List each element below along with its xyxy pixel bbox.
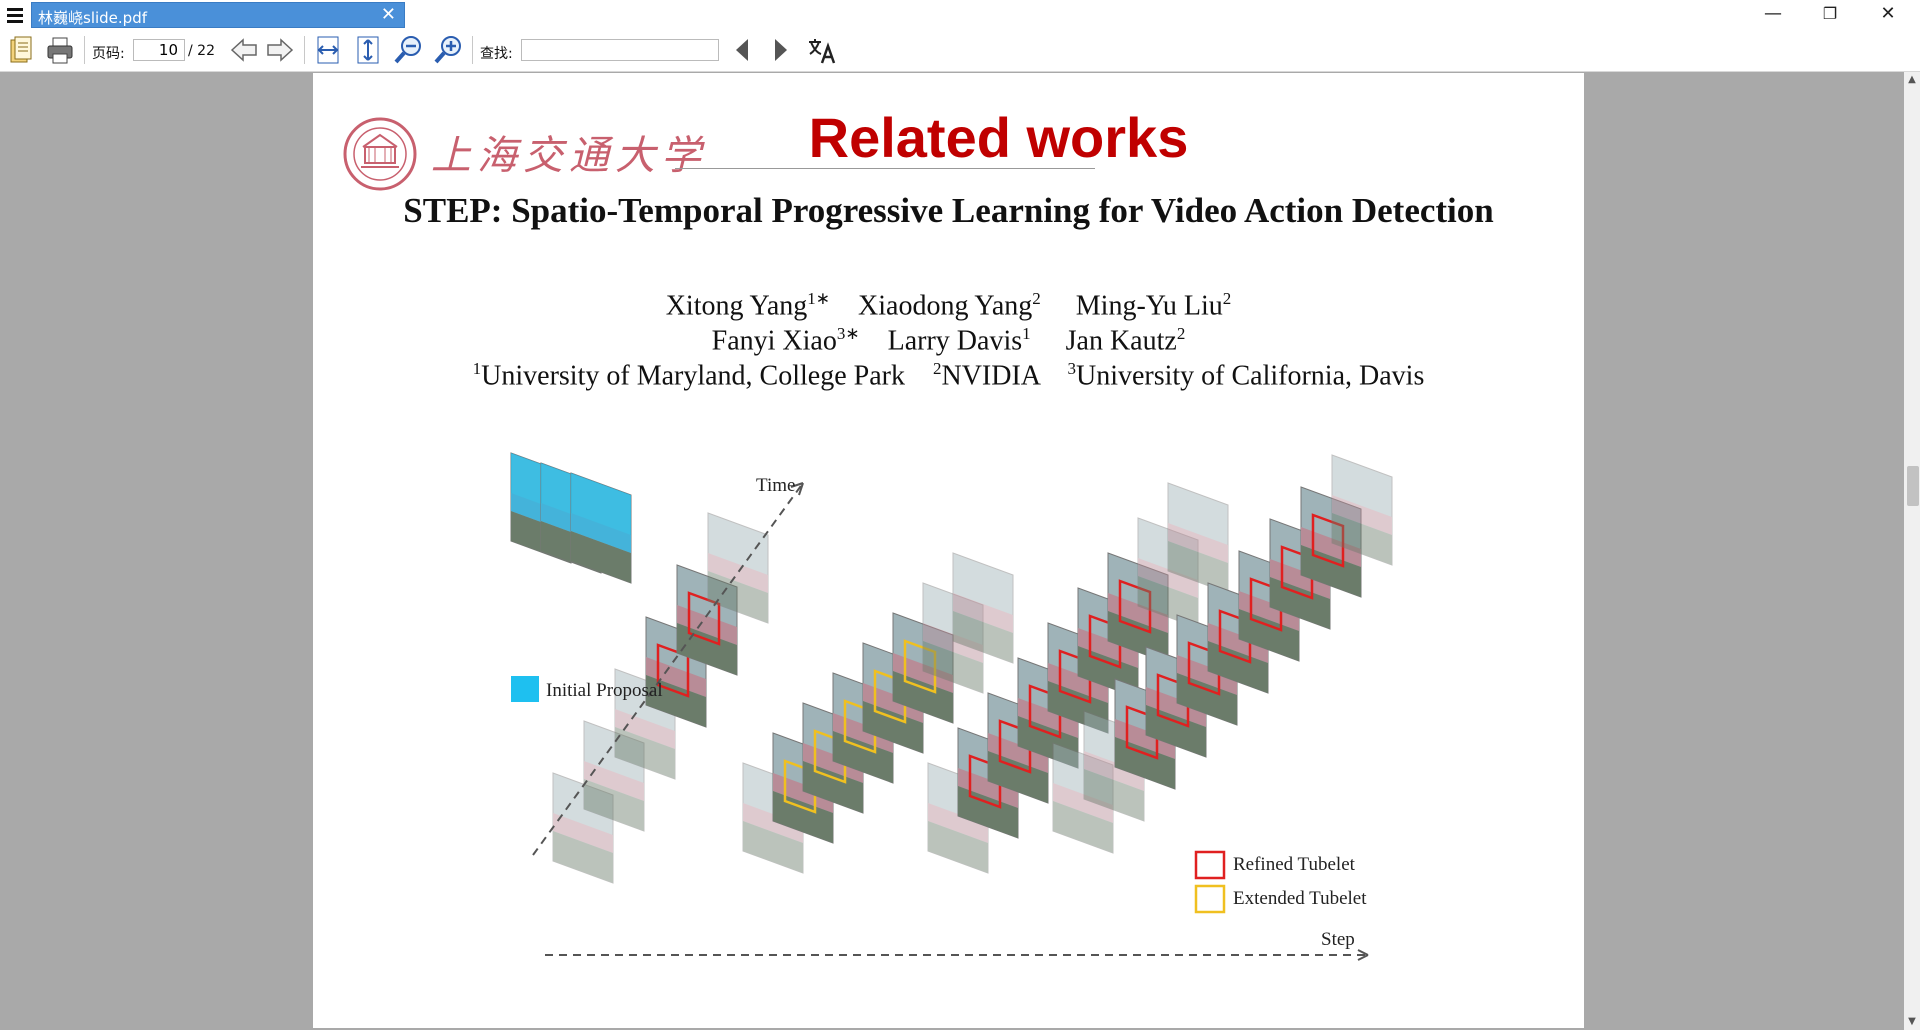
fit-page-icon[interactable] <box>352 34 384 66</box>
author-affiliation-mark: 2 <box>1176 324 1186 343</box>
author-affiliation-mark: 1 <box>1022 324 1031 343</box>
affiliation: University of California, Davis <box>1075 360 1425 392</box>
previous-page-icon[interactable] <box>228 34 260 66</box>
fit-width-icon[interactable] <box>312 34 344 66</box>
video-frame <box>922 582 984 694</box>
author-affiliation-mark: 2 <box>1032 289 1041 308</box>
zoom-in-icon[interactable] <box>432 34 464 66</box>
affiliation-mark: 1 <box>472 359 482 378</box>
legend-refined-swatch <box>1194 850 1226 880</box>
page-total: / 22 <box>188 43 215 59</box>
minimize-button[interactable]: — <box>1764 3 1782 24</box>
author-name: Xitong Yang <box>665 290 808 322</box>
affiliation: University of Maryland, College Park <box>481 360 905 392</box>
scroll-up-arrow-icon[interactable]: ▲ <box>1908 74 1916 85</box>
search-label: 查找: <box>480 46 513 62</box>
slide-title: Related works <box>808 106 1189 169</box>
page-number-input[interactable] <box>133 39 185 61</box>
toolbar-separator <box>472 36 473 64</box>
print-icon[interactable] <box>44 34 76 66</box>
university-name-logo: 上海交通大学 <box>431 133 707 179</box>
find-next-icon[interactable] <box>769 34 793 66</box>
legend-refined-label: Refined Tubelet <box>1233 854 1356 875</box>
author-affiliation-mark: 2 <box>1222 289 1232 308</box>
header-divider <box>675 168 1095 169</box>
step-method-figure: Time Step Initial Proposal Refined Tubel… <box>510 452 1393 961</box>
translate-icon[interactable] <box>806 34 838 66</box>
legend-initial-swatch <box>511 676 539 702</box>
video-frame <box>1137 517 1199 629</box>
paper-title: STEP: Spatio-Temporal Progressive Learni… <box>403 191 1494 230</box>
video-frame <box>1167 482 1229 594</box>
toolbar-separator <box>304 36 305 64</box>
zoom-out-icon[interactable] <box>392 34 424 66</box>
author-name: Fanyi Xiao <box>711 325 837 357</box>
video-frame <box>952 552 1014 664</box>
video-frame-stacks <box>510 452 1393 884</box>
scroll-down-arrow-icon[interactable]: ▼ <box>1908 1016 1916 1027</box>
time-axis-arrow <box>790 482 804 496</box>
affiliations-line: 1University of Maryland, College Park 2N… <box>313 359 1584 392</box>
toolbar: 页码: / 22 查找: <box>0 30 1920 72</box>
time-axis-label: Time <box>756 475 795 496</box>
hamburger-menu-icon[interactable] <box>4 4 26 26</box>
document-viewer[interactable]: 上海交通大学 Related works STEP: Spatio-Tempor… <box>0 72 1904 1030</box>
next-page-icon[interactable] <box>264 34 296 66</box>
restore-button[interactable]: ❐ <box>1822 4 1838 23</box>
author-name: Xiaodong Yang <box>858 290 1033 322</box>
legend-extended-swatch <box>1194 884 1226 914</box>
authors-line-1: Xitong Yang1∗ Xiaodong Yang2 Ming-Yu Liu… <box>313 289 1584 322</box>
video-frame <box>707 512 769 624</box>
video-frame <box>892 612 954 724</box>
close-window-button[interactable]: ✕ <box>1880 3 1896 24</box>
author-name: Jan Kautz <box>1065 325 1177 357</box>
legend-initial-label: Initial Proposal <box>546 680 663 701</box>
page-label: 页码: <box>92 46 125 62</box>
author-affiliation-mark: 1∗ <box>807 289 831 308</box>
author-name: Ming-Yu Liu <box>1075 290 1223 322</box>
video-frame <box>1331 454 1393 566</box>
document-tab[interactable]: 林巍峣slide.pdf ✕ <box>31 2 405 28</box>
video-frame <box>1300 486 1362 598</box>
toolbar-separator <box>84 36 85 64</box>
authors-line-2: Fanyi Xiao3∗ Larry Davis1 Jan Kautz2 <box>313 324 1584 357</box>
affiliation-mark: 3 <box>1067 359 1076 378</box>
tab-close-icon[interactable]: ✕ <box>380 4 396 25</box>
initial-proposal-overlay <box>571 473 631 553</box>
time-axis <box>532 482 804 856</box>
search-input[interactable] <box>521 39 719 61</box>
tab-title: 林巍峣slide.pdf <box>38 9 147 27</box>
author-name: Larry Davis <box>887 325 1023 357</box>
affiliation: NVIDIA <box>941 360 1040 392</box>
open-file-icon[interactable] <box>6 34 38 66</box>
video-frame <box>1052 742 1114 854</box>
pdf-page: 上海交通大学 Related works STEP: Spatio-Tempor… <box>313 73 1584 1028</box>
legend-extended-label: Extended Tubelet <box>1233 888 1367 909</box>
university-seal-logo <box>343 117 417 191</box>
video-frame <box>987 692 1049 804</box>
author-affiliation-mark: 3∗ <box>836 324 860 343</box>
affiliation-mark: 2 <box>932 359 942 378</box>
title-bar: 林巍峣slide.pdf ✕ — ❐ ✕ <box>0 0 1920 30</box>
video-frame <box>552 772 614 884</box>
step-axis-label: Step <box>1321 929 1355 950</box>
scrollbar-thumb[interactable] <box>1907 466 1919 506</box>
step-axis-arrow <box>1357 949 1369 961</box>
vertical-scrollbar[interactable]: ▲ ▼ <box>1904 72 1920 1030</box>
find-previous-icon[interactable] <box>730 34 754 66</box>
video-frame <box>583 720 645 832</box>
